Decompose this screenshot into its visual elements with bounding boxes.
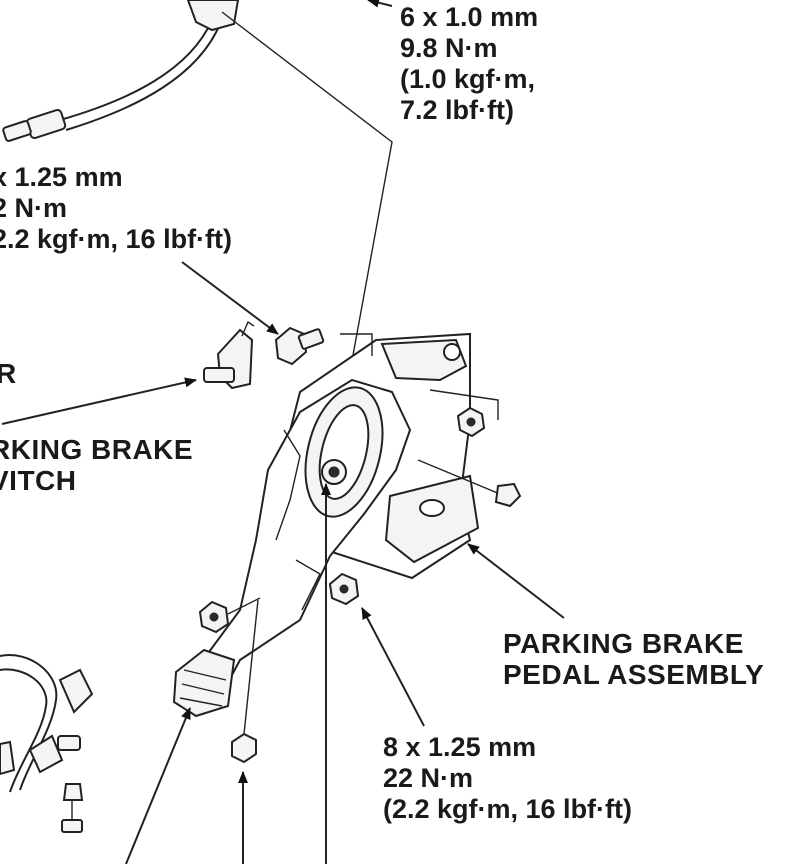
pedal-nut-bottom <box>231 599 259 764</box>
lower-nut-torque: 22 N·m <box>383 763 474 793</box>
arrow-switch <box>1 377 197 425</box>
lower-nut-size: 8 x 1.25 mm <box>383 732 537 762</box>
switch-label-line2: VITCH <box>0 465 77 496</box>
top-bolt-size: 6 x 1.0 mm <box>400 2 539 32</box>
arrow-upper-bolt <box>181 261 279 335</box>
arrow-assembly <box>467 543 565 619</box>
callout-parking-brake-switch: RKING BRAKE VITCH <box>0 434 193 496</box>
arrow-top-bolt <box>367 0 393 8</box>
top-bolt-torque-alt-2: 7.2 lbf·ft) <box>400 95 514 125</box>
upper-right-nut <box>456 406 486 438</box>
callout-upper-bolt: x 1.25 mm 2 N·m 2.2 kgf·m, 16 lbf·ft) <box>0 162 232 255</box>
pedal-nut-left <box>198 597 261 634</box>
switch-label-line1: RKING BRAKE <box>0 434 194 465</box>
callout-partial-letter: R <box>0 358 17 389</box>
parking-brake-cable <box>2 0 240 142</box>
parking-brake-switch <box>203 320 255 390</box>
arrow-lower-nut <box>361 607 425 727</box>
top-bolt-torque: 9.8 N·m <box>400 33 498 63</box>
lower-nut-torque-alt: (2.2 kgf·m, 16 lbf·ft) <box>383 794 633 824</box>
upper-mounting-bolt <box>274 326 325 366</box>
upper-bolt-torque-alt: 2.2 kgf·m, 16 lbf·ft) <box>0 224 233 254</box>
partial-letter: R <box>0 358 17 389</box>
arrow-pedal-pad <box>125 707 191 864</box>
upper-bolt-torque: 2 N·m <box>0 193 68 223</box>
top-bolt-torque-alt-1: (1.0 kgf·m, <box>400 64 536 94</box>
assembly-label-line1: PARKING BRAKE <box>503 628 744 659</box>
pedal-pad <box>172 648 236 718</box>
assembly-label-line2: PEDAL ASSEMBLY <box>503 659 765 690</box>
callout-top-bolt: 6 x 1.0 mm 9.8 N·m (1.0 kgf·m, 7.2 lbf·f… <box>400 2 538 126</box>
callout-lower-nut: 8 x 1.25 mm 22 N·m (2.2 kgf·m, 16 lbf·ft… <box>383 732 632 825</box>
upper-bolt-size: x 1.25 mm <box>0 162 123 192</box>
wiring-harness <box>0 654 94 833</box>
lower-mounting-nut <box>328 572 360 606</box>
side-bolt <box>417 459 522 508</box>
callout-pedal-assembly: PARKING BRAKE PEDAL ASSEMBLY <box>503 628 764 690</box>
